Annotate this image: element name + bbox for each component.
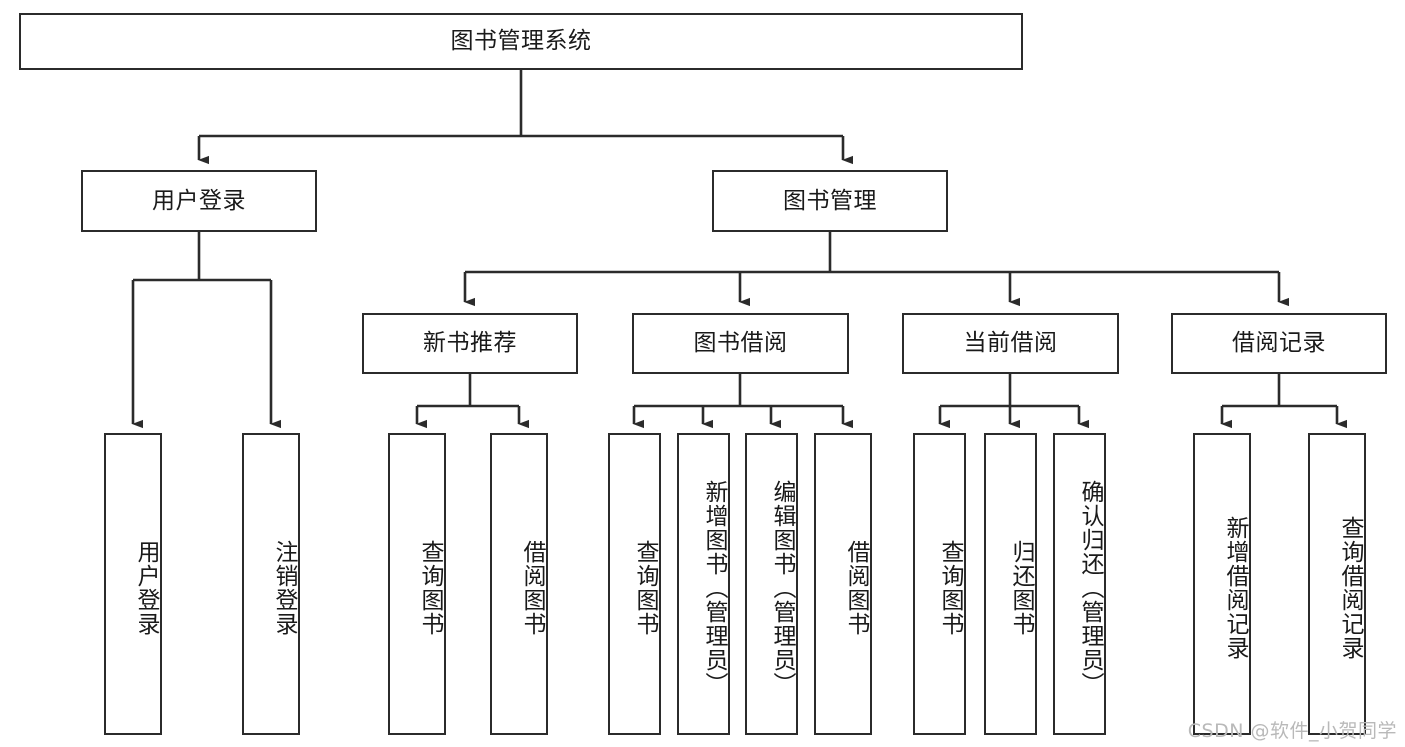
node-label: 新增借阅记录 [1222,516,1248,660]
node-label: 借阅图书 [843,540,869,636]
leaf-user-login[interactable]: 用户登录 [104,433,162,735]
leaf-logout[interactable]: 注销登录 [242,433,300,735]
node-label: 注销登录 [271,540,297,636]
leaf-bb-borrow-book[interactable]: 借阅图书 [814,433,872,735]
node-label: 借阅图书 [519,540,545,636]
leaf-nb-query-book[interactable]: 查询图书 [388,433,446,735]
node-label: 查询图书 [632,540,658,636]
leaf-br-query-record[interactable]: 查询借阅记录 [1308,433,1366,735]
node-label: 查询图书 [937,540,963,636]
node-root-book-management-system[interactable]: 图书管理系统 [19,13,1023,70]
node-current-borrow[interactable]: 当前借阅 [902,313,1119,374]
leaf-bb-edit-book-admin[interactable]: 编辑图书（管理员） [745,433,798,735]
node-label: 图书管理 [783,187,877,214]
node-borrow-record[interactable]: 借阅记录 [1171,313,1387,374]
node-label: 编辑图书（管理员） [769,480,795,696]
node-label: 确认归还（管理员） [1077,480,1103,696]
node-book-borrow[interactable]: 图书借阅 [632,313,849,374]
node-label: 借阅记录 [1232,330,1326,357]
csdn-watermark: CSDN @软件_小贺同学 [1187,720,1397,742]
node-label: 图书管理系统 [450,28,592,55]
node-label: 查询图书 [417,540,443,636]
leaf-nb-borrow-book[interactable]: 借阅图书 [490,433,548,735]
leaf-cb-query-book[interactable]: 查询图书 [913,433,966,735]
leaf-bb-add-book-admin[interactable]: 新增图书（管理员） [677,433,730,735]
node-user-login[interactable]: 用户登录 [81,170,317,232]
node-label: 新增图书（管理员） [701,480,727,696]
leaf-cb-return-book[interactable]: 归还图书 [984,433,1037,735]
node-book-management[interactable]: 图书管理 [712,170,948,232]
leaf-bb-query-book[interactable]: 查询图书 [608,433,661,735]
node-label: 查询借阅记录 [1337,516,1363,660]
leaf-br-add-record[interactable]: 新增借阅记录 [1193,433,1251,735]
node-label: 新书推荐 [423,330,517,357]
node-label: 用户登录 [152,187,246,214]
leaf-cb-confirm-return-admin[interactable]: 确认归还（管理员） [1053,433,1106,735]
node-label: 用户登录 [133,540,159,636]
node-label: 图书借阅 [693,330,788,357]
node-new-book-recommend[interactable]: 新书推荐 [362,313,578,374]
node-label: 当前借阅 [963,330,1058,357]
node-label: 归还图书 [1008,540,1034,636]
